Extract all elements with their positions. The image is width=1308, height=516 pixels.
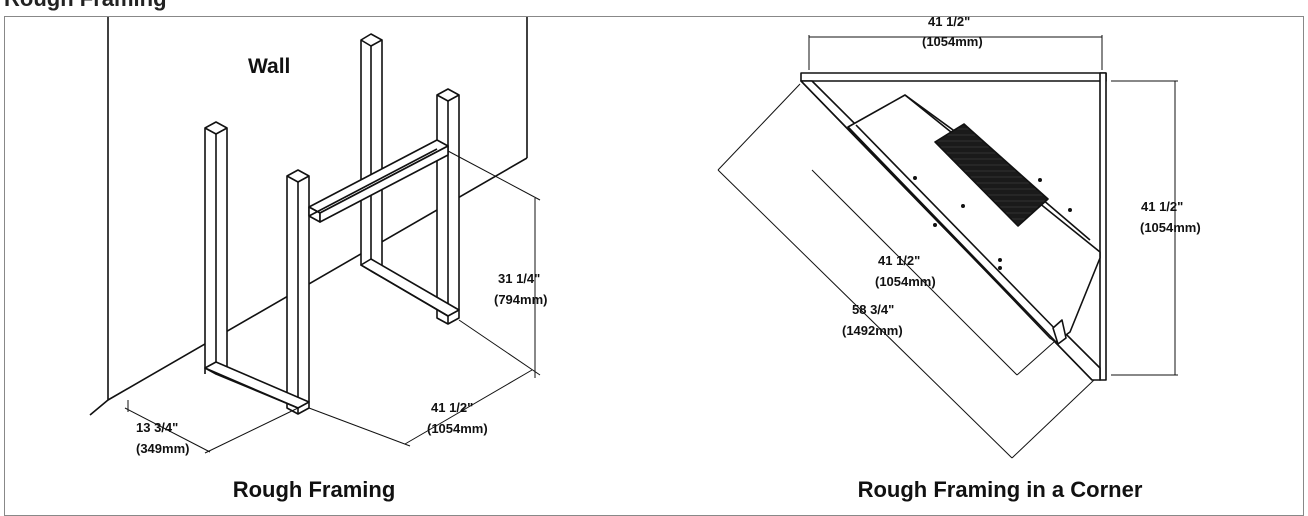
corner-framing-diagram bbox=[717, 35, 1178, 459]
right-caption: Rough Framing in a Corner bbox=[858, 477, 1143, 502]
rough-framing-diagram bbox=[89, 17, 541, 454]
depth-dim-imperial: 13 3/4" bbox=[136, 420, 178, 435]
depth-dim-metric: (349mm) bbox=[136, 441, 189, 456]
unit-dim-metric: (1054mm) bbox=[875, 274, 936, 289]
height-dimension bbox=[447, 150, 541, 378]
width-dimension bbox=[308, 369, 533, 447]
diag-dim-metric: (1492mm) bbox=[842, 323, 903, 338]
front-frame bbox=[204, 121, 310, 415]
corner-walls bbox=[800, 72, 1107, 381]
top-dim-metric: (1054mm) bbox=[922, 34, 983, 49]
side-dim-metric: (1054mm) bbox=[1140, 220, 1201, 235]
back-frame bbox=[360, 33, 460, 325]
side-dimension bbox=[1111, 80, 1178, 376]
fireplace-unit bbox=[847, 94, 1101, 345]
top-dim-imperial: 41 1/2" bbox=[928, 14, 970, 29]
section-header: Rough Framing bbox=[0, 0, 1308, 16]
height-dim-metric: (794mm) bbox=[494, 292, 547, 307]
top-header-bar bbox=[308, 139, 449, 223]
diagram-canvas: Wall 31 1/4" (794mm) 41 1/2" (1054mm) 13… bbox=[89, 14, 1201, 502]
unit-dim-imperial: 41 1/2" bbox=[878, 253, 920, 268]
wall-label: Wall bbox=[248, 55, 290, 78]
side-dim-imperial: 41 1/2" bbox=[1141, 199, 1183, 214]
top-dimension bbox=[808, 35, 1103, 70]
unit-dimension bbox=[811, 169, 1055, 376]
width-dim-metric: (1054mm) bbox=[427, 421, 488, 436]
diagonal-dimension bbox=[717, 83, 1095, 459]
height-dim-imperial: 31 1/4" bbox=[498, 271, 540, 286]
diag-dim-imperial: 58 3/4" bbox=[852, 302, 894, 317]
section-header-text: Rough Framing bbox=[4, 0, 167, 12]
width-dim-imperial: 41 1/2" bbox=[431, 400, 473, 415]
left-caption: Rough Framing bbox=[233, 477, 396, 502]
depth-dimension bbox=[124, 400, 299, 454]
